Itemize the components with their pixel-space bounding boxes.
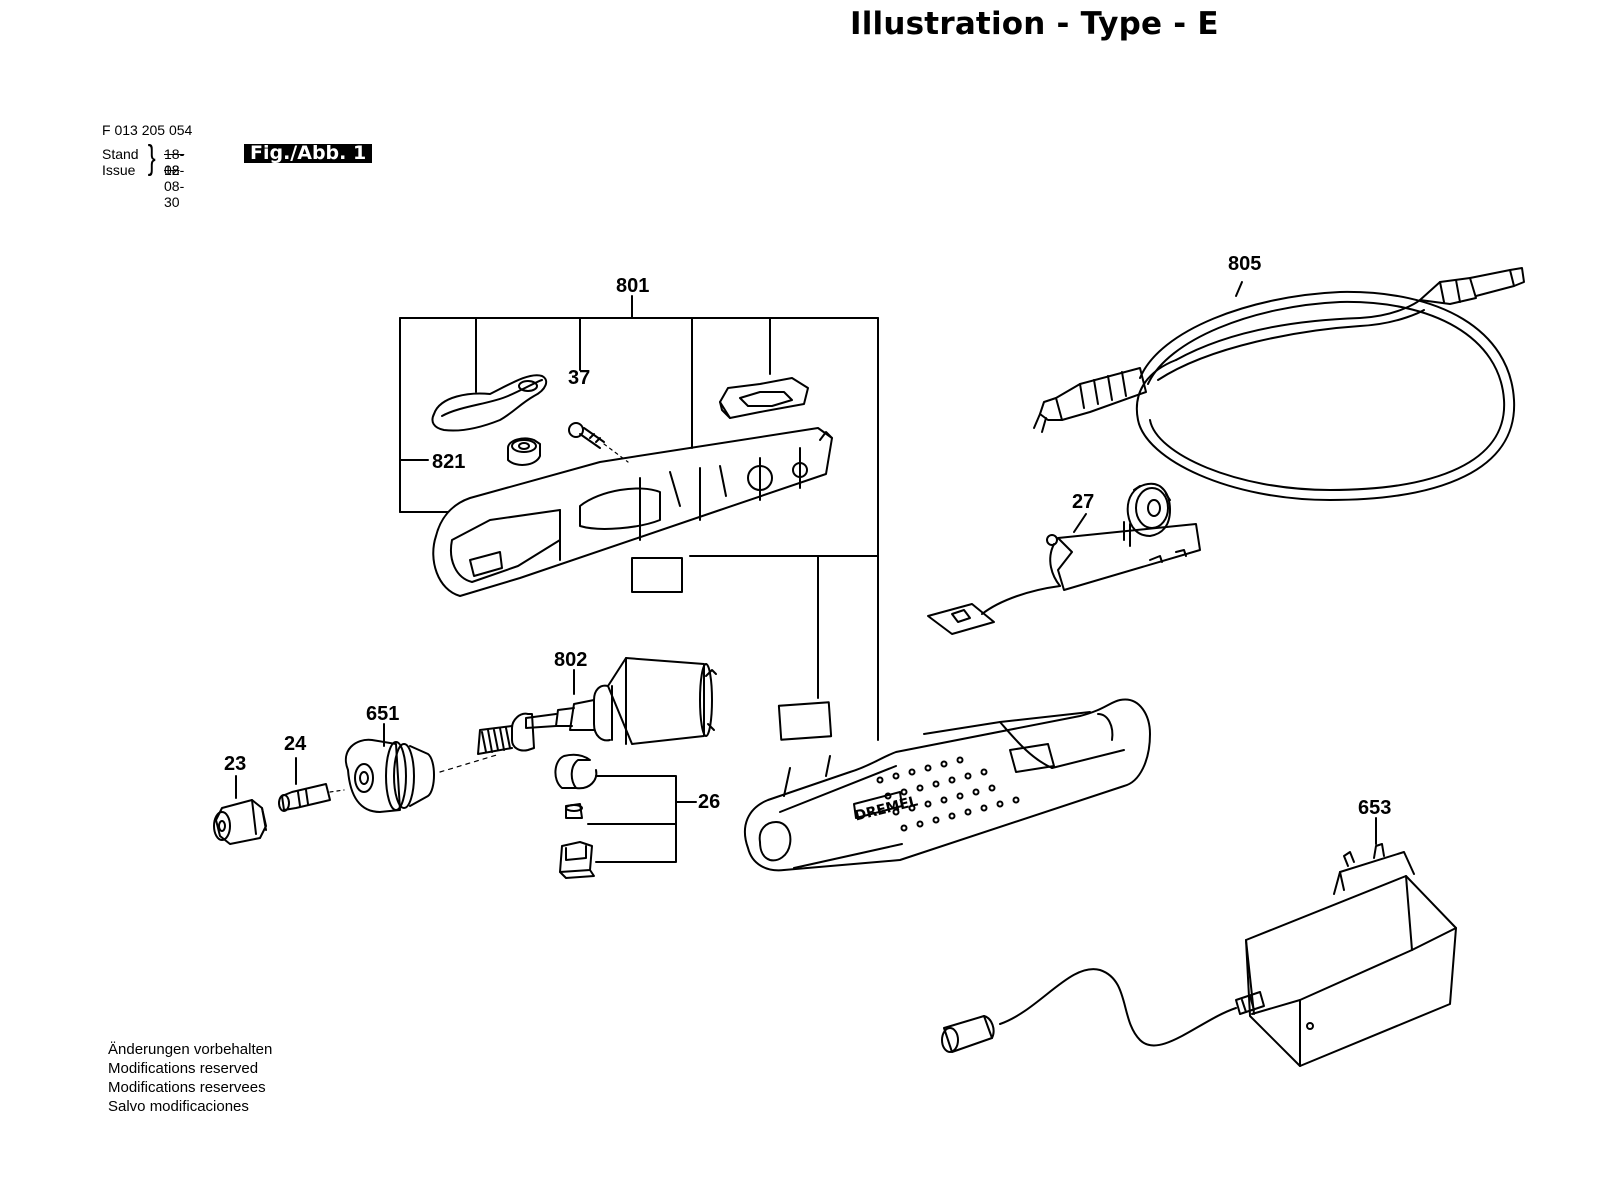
label-pad-1 xyxy=(631,557,683,593)
callout-802: 802 xyxy=(554,649,587,671)
callout-801: 801 xyxy=(616,275,649,297)
issue-label: Issue xyxy=(102,162,136,178)
callout-27: 27 xyxy=(1072,491,1094,513)
footer-line-es: Salvo modificaciones xyxy=(108,1098,249,1115)
tool-handle-body xyxy=(743,698,1151,872)
page-title: Illustration - Type - E xyxy=(850,6,1219,42)
leader-lines-801 xyxy=(399,295,879,741)
motor xyxy=(477,657,717,755)
callout-23: 23 xyxy=(224,753,246,775)
callout-805: 805 xyxy=(1228,253,1261,275)
charger-adapter xyxy=(941,817,1457,1067)
collet-nut xyxy=(213,775,267,845)
power-cord xyxy=(1033,267,1525,501)
callout-26: 26 xyxy=(698,791,720,813)
issue-date: 18-08-30 xyxy=(164,162,185,210)
screw xyxy=(568,422,629,463)
figure-badge: Fig./Abb. 1 xyxy=(244,144,373,163)
footer-line-fr: Modifications reservees xyxy=(108,1079,266,1096)
callout-653: 653 xyxy=(1358,797,1391,819)
brace-glyph: } xyxy=(147,139,156,177)
switch-circuit-board xyxy=(927,482,1201,635)
switch-knob xyxy=(507,437,541,466)
callout-821: 821 xyxy=(432,451,465,473)
callout-651: 651 xyxy=(366,703,399,725)
stand-label: Stand xyxy=(102,146,139,162)
footer-line-de: Änderungen vorbehalten xyxy=(108,1041,273,1058)
housing-shell-half xyxy=(432,427,833,597)
stand-date: 18-02 xyxy=(164,146,185,178)
collet xyxy=(278,757,345,812)
cover-plate-left xyxy=(431,374,548,432)
cover-plate-right xyxy=(719,377,809,419)
label-pad-2 xyxy=(777,701,833,741)
document-number: F 013 205 054 xyxy=(102,122,193,138)
brush-parts xyxy=(554,753,697,879)
chuck-nut xyxy=(345,723,501,813)
footer-notes: Änderungen vorbehalten Modifications res… xyxy=(108,1040,272,1116)
callout-24: 24 xyxy=(284,733,307,755)
callout-37: 37 xyxy=(568,367,590,389)
footer-line-en: Modifications reserved xyxy=(108,1060,259,1077)
